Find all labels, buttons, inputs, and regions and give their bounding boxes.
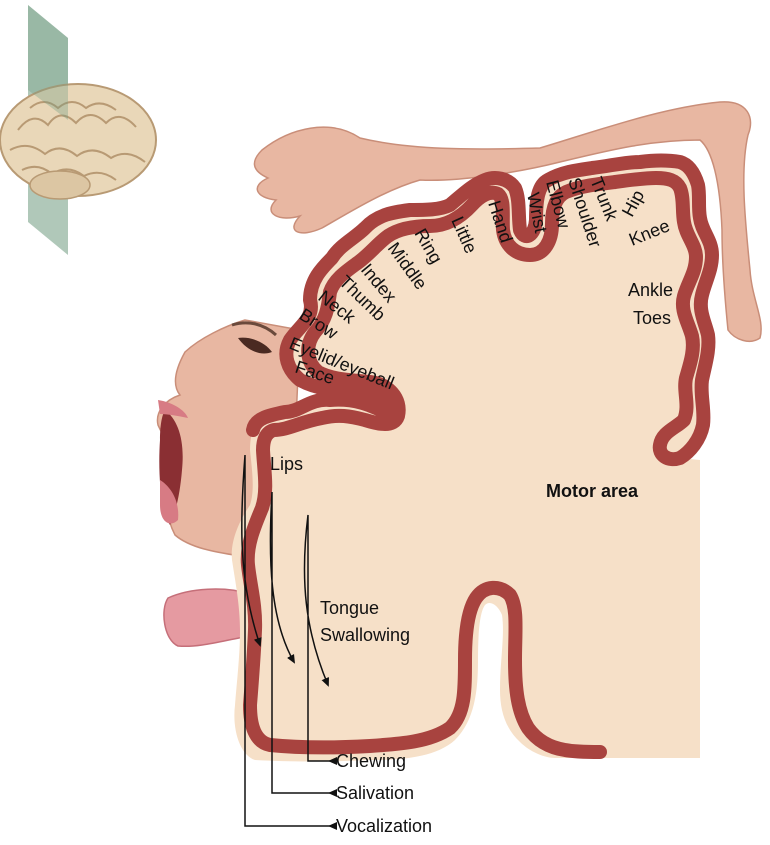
cortex-fill bbox=[231, 160, 712, 762]
arm-hand-illustration bbox=[253, 101, 762, 342]
label-salivation: Salivation bbox=[336, 783, 414, 803]
coronal-plane-front bbox=[28, 5, 68, 120]
cerebellum bbox=[29, 170, 91, 200]
lips bbox=[158, 400, 188, 524]
label-ankle: Ankle bbox=[628, 280, 673, 300]
function-labels: Chewing Salivation Vocalization bbox=[336, 751, 432, 836]
eye bbox=[238, 337, 272, 354]
motor-area-title: Motor area bbox=[546, 481, 639, 501]
brow bbox=[231, 321, 278, 337]
arrow-vocalization bbox=[240, 454, 337, 830]
brain-with-coronal-plane-icon bbox=[0, 5, 157, 255]
body-part-labels: Hip Trunk Shoulder Elbow Wrist Hand Litt… bbox=[270, 174, 673, 645]
label-toes: Toes bbox=[633, 308, 671, 328]
label-chewing: Chewing bbox=[336, 751, 406, 771]
arrow-salivation bbox=[269, 491, 337, 797]
label-vocalization: Vocalization bbox=[336, 816, 432, 836]
label-lips: Lips bbox=[270, 454, 303, 474]
arrow-chewing bbox=[303, 514, 337, 765]
tongue-illustration bbox=[163, 588, 251, 648]
function-arrows bbox=[240, 454, 337, 830]
label-tongue: Tongue bbox=[320, 598, 379, 618]
label-swallowing: Swallowing bbox=[320, 625, 410, 645]
